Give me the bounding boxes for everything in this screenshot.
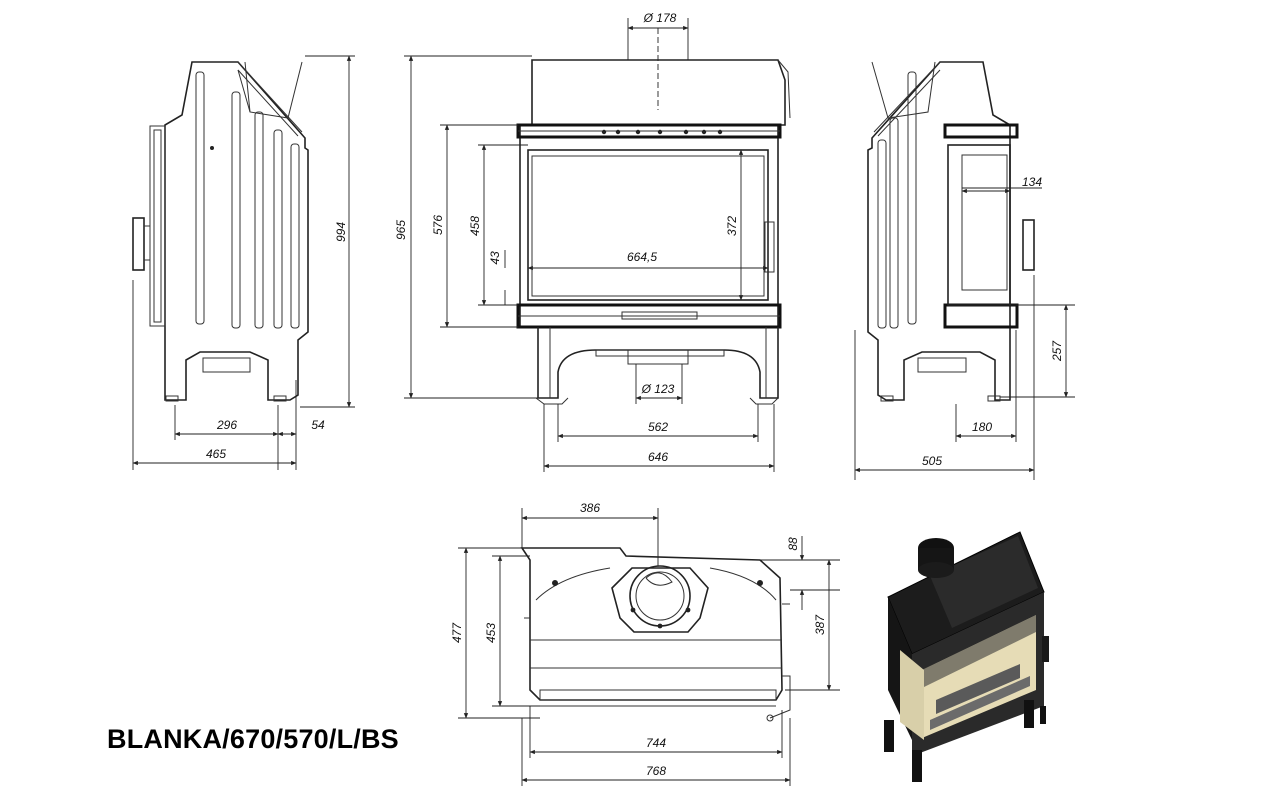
dim-top-flue-offset: 386 [580,501,600,515]
dimensions-side-left: 994 296 54 465 [132,55,355,470]
dim-front-overall-width: 646 [648,450,668,464]
dim-top-inner-depth: 453 [484,623,498,643]
side-view-left [132,61,309,402]
dimensions-front: Ø 178 965 576 458 43 372 664,5 Ø 123 562… [394,11,775,472]
dim-front-bottom-offset: 43 [488,251,502,265]
dim-side-left-back-offset: 54 [311,418,325,432]
model-name: BLANKA/670/570/L/BS [107,724,399,754]
dim-side-right-overall-depth: 505 [922,454,942,468]
dim-top-body-depth: 387 [813,614,827,635]
front-vents [601,129,723,135]
dim-front-glass-width: 664,5 [627,250,657,264]
dim-front-overall-height: 965 [394,220,408,240]
side-view-right [867,61,1035,402]
dim-front-glass-height: 458 [468,216,482,236]
dim-side-left-depth-feet: 296 [216,418,237,432]
front-view [516,59,791,405]
dim-top-front-offset: 88 [786,537,800,551]
dimensions-top: 386 88 387 477 453 744 768 [450,501,840,786]
dim-front-flue-diameter: Ø 178 [643,11,677,25]
dim-side-right-glass-depth: 134 [1022,175,1042,189]
dim-top-body-width: 744 [646,736,666,750]
dim-side-right-feet-offset: 180 [972,420,992,434]
top-view [520,547,791,722]
dim-top-outer-depth: 477 [450,622,464,643]
dim-top-overall-width: 768 [646,764,666,778]
dim-side-left-height: 994 [334,222,348,242]
dim-side-left-overall-depth: 465 [206,447,226,461]
dim-front-air-inlet: Ø 123 [641,382,675,396]
fireplace-render [884,531,1049,782]
dim-side-right-leg-height: 257 [1050,340,1064,362]
dimensions-side-right: 134 257 180 505 [854,175,1075,480]
dim-front-glass-width-height: 372 [725,216,739,236]
dim-front-door-height: 576 [431,215,445,235]
dim-front-feet-span: 562 [648,420,668,434]
